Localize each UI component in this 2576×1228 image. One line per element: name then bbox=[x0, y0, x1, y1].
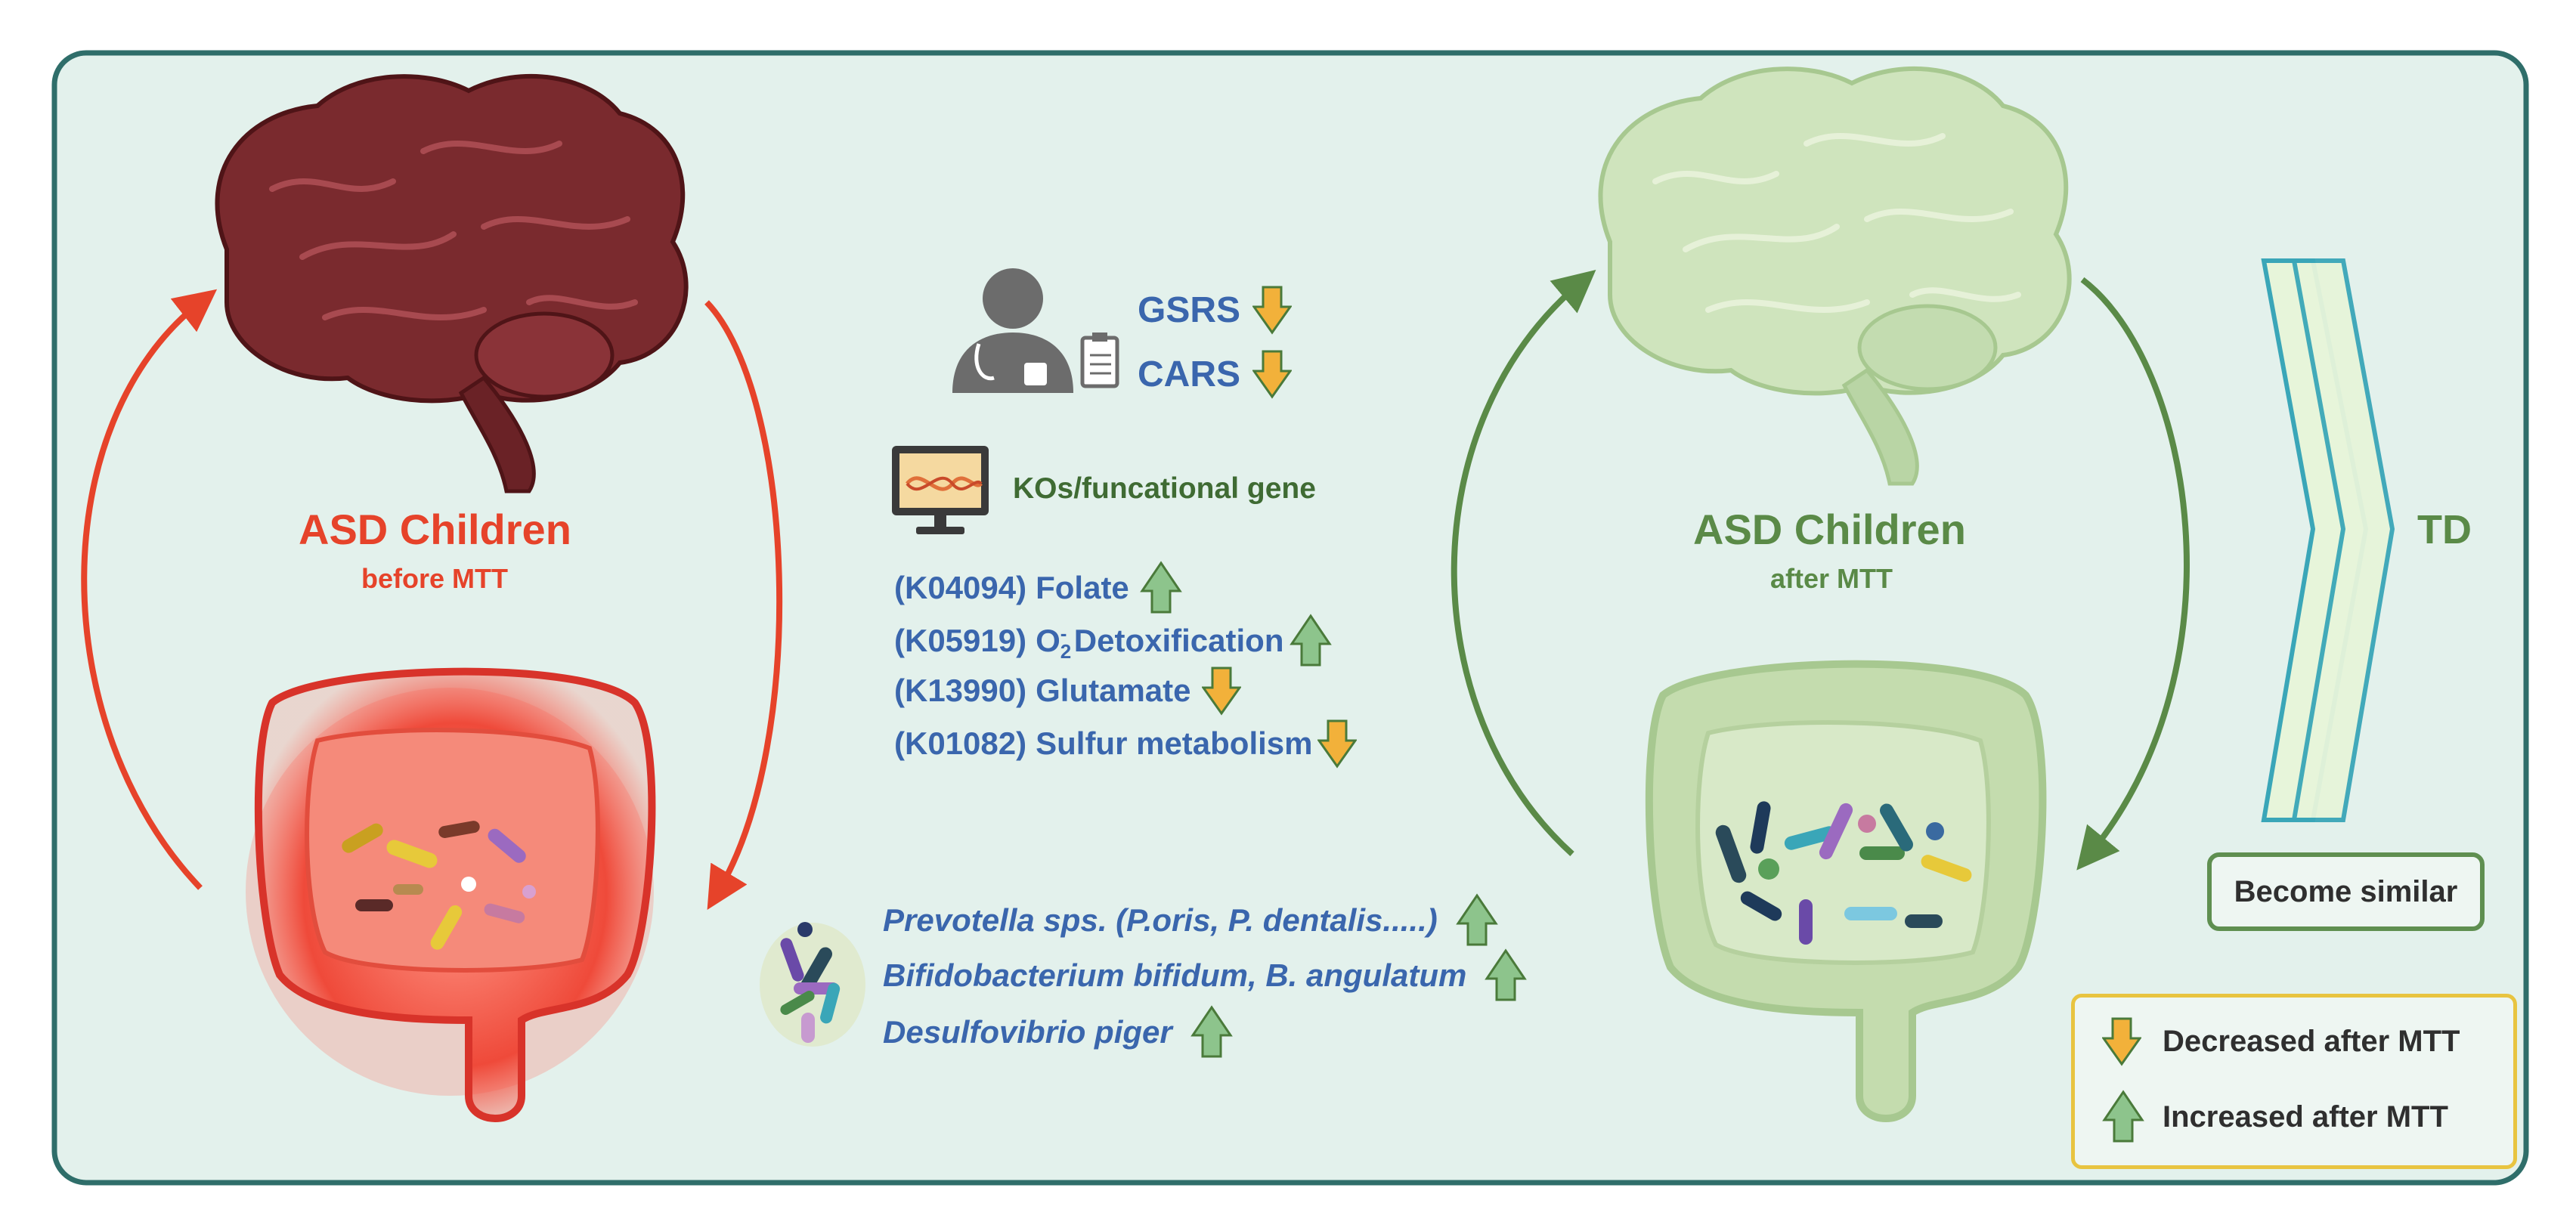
td-label: TD bbox=[2417, 507, 2472, 552]
after-arrow-down bbox=[2076, 277, 2190, 871]
after-subtitle: after MTT bbox=[1770, 563, 1893, 594]
brain-before-icon bbox=[215, 73, 689, 493]
ko-item: (K04094) Folate bbox=[894, 561, 1182, 615]
ko-id: (K04094) bbox=[894, 570, 1027, 605]
brain-after-icon bbox=[1598, 66, 2072, 486]
clinical-label: GSRS bbox=[1138, 289, 1241, 330]
chevron-arrow-icon bbox=[2261, 258, 2395, 822]
before-arrow-down bbox=[704, 300, 783, 911]
decrease-arrow-icon bbox=[1252, 286, 1293, 335]
ko-name: Glutamate bbox=[1036, 673, 1191, 708]
become-similar-label: Become similar bbox=[2234, 875, 2458, 908]
increase-arrow-icon bbox=[1139, 561, 1182, 614]
increase-arrow-icon bbox=[2102, 1090, 2144, 1143]
ko-name-suffix: Detoxification bbox=[1073, 623, 1284, 658]
ko-item: (K05919) O - 2 Detoxification bbox=[894, 614, 1333, 668]
legend-label: Increased after MTT bbox=[2163, 1100, 2448, 1134]
clinical-score-gsrs: GSRS bbox=[1138, 286, 1293, 335]
ko-name: Folate bbox=[1036, 570, 1129, 605]
ko-item: (K01082) Sulfur metabolism bbox=[894, 718, 1357, 769]
ko-name: Sulfur metabolism bbox=[1036, 725, 1313, 761]
increase-arrow-icon bbox=[1290, 614, 1333, 667]
gut-before-icon bbox=[246, 667, 656, 1122]
clinical-label: CARS bbox=[1138, 354, 1241, 394]
legend-item-increased: Increased after MTT bbox=[2102, 1090, 2448, 1144]
decrease-arrow-icon bbox=[1317, 719, 1357, 769]
ko-id: (K01082) bbox=[894, 725, 1027, 761]
kos-heading: KOs/funcational gene bbox=[1013, 472, 1316, 505]
bacteria-name: Prevotella sps. (P.oris, P. dentalis....… bbox=[883, 902, 1438, 938]
legend-item-decreased: Decreased after MTT bbox=[2102, 1016, 2460, 1067]
bacteria-item: Desulfovibrio piger bbox=[883, 1005, 1233, 1059]
decrease-arrow-icon bbox=[2102, 1017, 2141, 1066]
decrease-arrow-icon bbox=[1252, 350, 1293, 399]
ko-id: (K13990) bbox=[894, 673, 1027, 708]
before-arrow-up bbox=[81, 289, 218, 890]
after-title: ASD Children bbox=[1693, 506, 1966, 553]
legend: Decreased after MTT Increased after MTT bbox=[2071, 994, 2517, 1169]
before-subtitle: before MTT bbox=[361, 563, 508, 594]
after-arrow-up bbox=[1451, 269, 1596, 856]
bacteria-item: Bifidobacterium bifidum, B. angulatum bbox=[883, 948, 1528, 1003]
clinical-score-cars: CARS bbox=[1138, 350, 1293, 399]
gut-after-icon bbox=[1645, 660, 2047, 1122]
decrease-arrow-icon bbox=[1201, 667, 1241, 716]
increase-arrow-icon bbox=[1190, 1005, 1233, 1058]
ko-item: (K13990) Glutamate bbox=[894, 665, 1241, 716]
bacteria-name: Bifidobacterium bifidum, B. angulatum bbox=[883, 957, 1467, 993]
increase-arrow-icon bbox=[1455, 893, 1498, 946]
increase-arrow-icon bbox=[1485, 948, 1528, 1001]
bacteria-name: Desulfovibrio piger bbox=[883, 1014, 1172, 1050]
ko-subscript: 2 bbox=[1060, 640, 1072, 663]
computer-dna-icon bbox=[892, 446, 989, 534]
ko-superscript: - bbox=[1060, 622, 1067, 645]
doctor-icon bbox=[952, 268, 1119, 393]
ko-name: O bbox=[1036, 623, 1060, 658]
legend-label: Decreased after MTT bbox=[2163, 1024, 2460, 1058]
bacteria-item: Prevotella sps. (P.oris, P. dentalis....… bbox=[883, 893, 1498, 948]
before-title: ASD Children bbox=[299, 506, 571, 553]
ko-id: (K05919) bbox=[894, 623, 1027, 658]
become-similar-box: Become similar bbox=[2207, 852, 2485, 931]
microbe-cluster-icon bbox=[760, 922, 865, 1047]
